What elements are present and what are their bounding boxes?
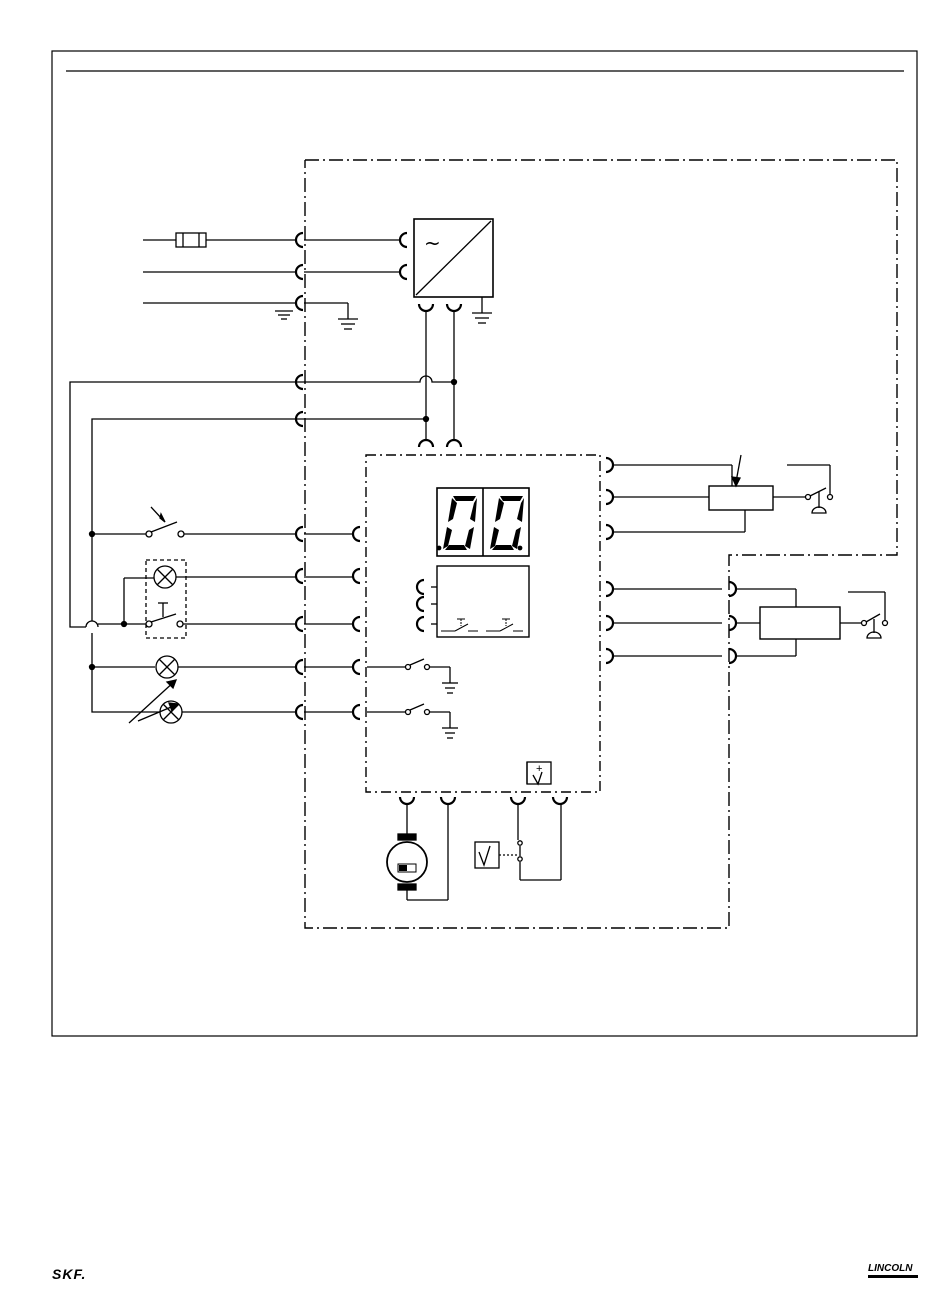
lincoln-logo: LINCOLN	[868, 1263, 912, 1274]
digit-left	[437, 496, 477, 550]
digit-right	[490, 496, 524, 550]
lincoln-logo-underline	[868, 1275, 918, 1278]
skf-logo: SKF.	[52, 1266, 86, 1282]
